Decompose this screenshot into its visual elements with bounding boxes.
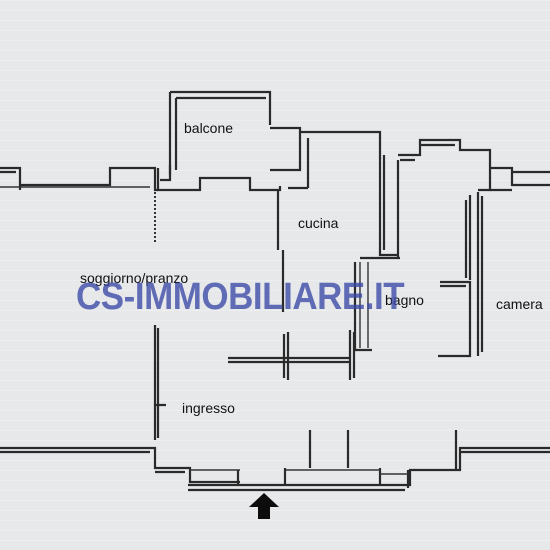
wall-living-lower bbox=[153, 325, 166, 440]
wall-bagno-bottom bbox=[438, 280, 472, 358]
watermark: CS-IMMOBILIARE.IT bbox=[76, 276, 405, 318]
wall-bottom-detail bbox=[190, 469, 408, 475]
wall-bagno-east bbox=[464, 195, 472, 280]
wall-living-top bbox=[156, 165, 282, 192]
wall-bagno-shaft bbox=[359, 262, 369, 348]
wall-balcone bbox=[168, 90, 272, 175]
wall-right-exterior bbox=[490, 166, 550, 192]
room-label-balcone: balcone bbox=[184, 120, 234, 136]
room-label-soggiorno: soggiorno/pranzo bbox=[80, 270, 189, 286]
wall-bottom-exterior bbox=[0, 446, 550, 492]
wall-ingresso-top bbox=[228, 332, 350, 380]
wall-camera-west bbox=[476, 192, 484, 356]
entrance-arrow-icon bbox=[249, 493, 279, 519]
room-label-camera: camera bbox=[496, 296, 543, 312]
wall-kitchen-west bbox=[276, 186, 308, 312]
wall-kitchen-east bbox=[378, 150, 398, 257]
wall-bagno-top bbox=[398, 138, 492, 192]
room-label-cucina: cucina bbox=[298, 215, 339, 231]
room-label-bagno: bagno bbox=[385, 292, 424, 308]
wall-kitchen-bottom bbox=[348, 330, 356, 380]
wall-bottom-doors bbox=[236, 430, 458, 488]
room-label-ingresso: ingresso bbox=[182, 400, 235, 416]
wall-balcone-right bbox=[270, 126, 382, 188]
